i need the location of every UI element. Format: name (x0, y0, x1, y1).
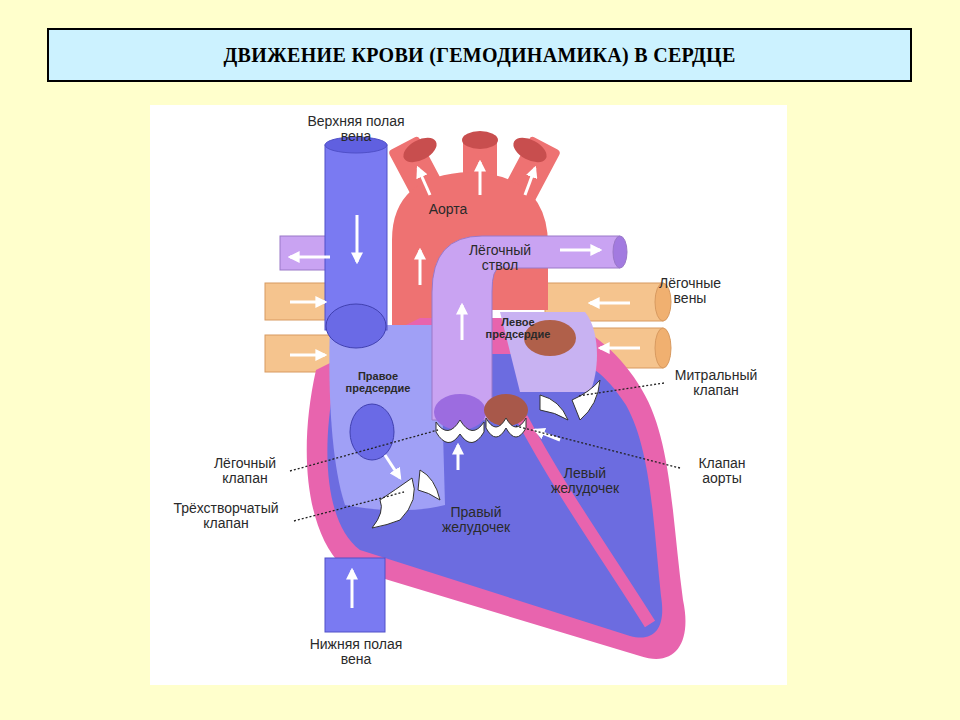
tricuspid-valve (372, 478, 414, 528)
part-label: Лёгочный ствол (459, 243, 541, 274)
part-label: Клапан аорты (680, 456, 764, 487)
part-label: Аорта (416, 202, 480, 217)
part-label: Верхняя полая вена (296, 114, 416, 145)
part-label: Правое предсердие (332, 370, 424, 394)
panel (150, 105, 787, 685)
part-label: Лёгочные вены (644, 276, 736, 307)
flow-arrows (290, 162, 640, 608)
vein-opening (326, 304, 386, 348)
part-label: Нижняя полая вена (299, 637, 413, 668)
part-label: Трёхстворчатый клапан (164, 501, 288, 532)
part-label: Левое предсердие (477, 316, 559, 340)
vein-end (655, 328, 671, 368)
pulmonary-trunk (432, 236, 620, 420)
vein-opening (350, 404, 394, 460)
part-label: Лёгочный клапан (203, 456, 287, 487)
title: ДВИЖЕНИЕ КРОВИ (ГЕМОДИНАМИКА) В СЕРДЦЕ (223, 44, 735, 67)
heart-wall (307, 318, 686, 659)
title-box: ДВИЖЕНИЕ КРОВИ (ГЕМОДИНАМИКА) В СЕРДЦЕ (47, 28, 912, 82)
inferior-vena-cava (325, 558, 385, 632)
septum (522, 418, 650, 624)
part-label: Правый желудочек (426, 505, 526, 536)
leader-lines (290, 383, 680, 521)
part-label: Левый желудочек (535, 466, 635, 497)
part-label: Митральный клапан (664, 368, 768, 399)
mitral-valve (540, 395, 568, 420)
superior-vena-cava (325, 145, 387, 330)
right-atrium (329, 325, 445, 510)
